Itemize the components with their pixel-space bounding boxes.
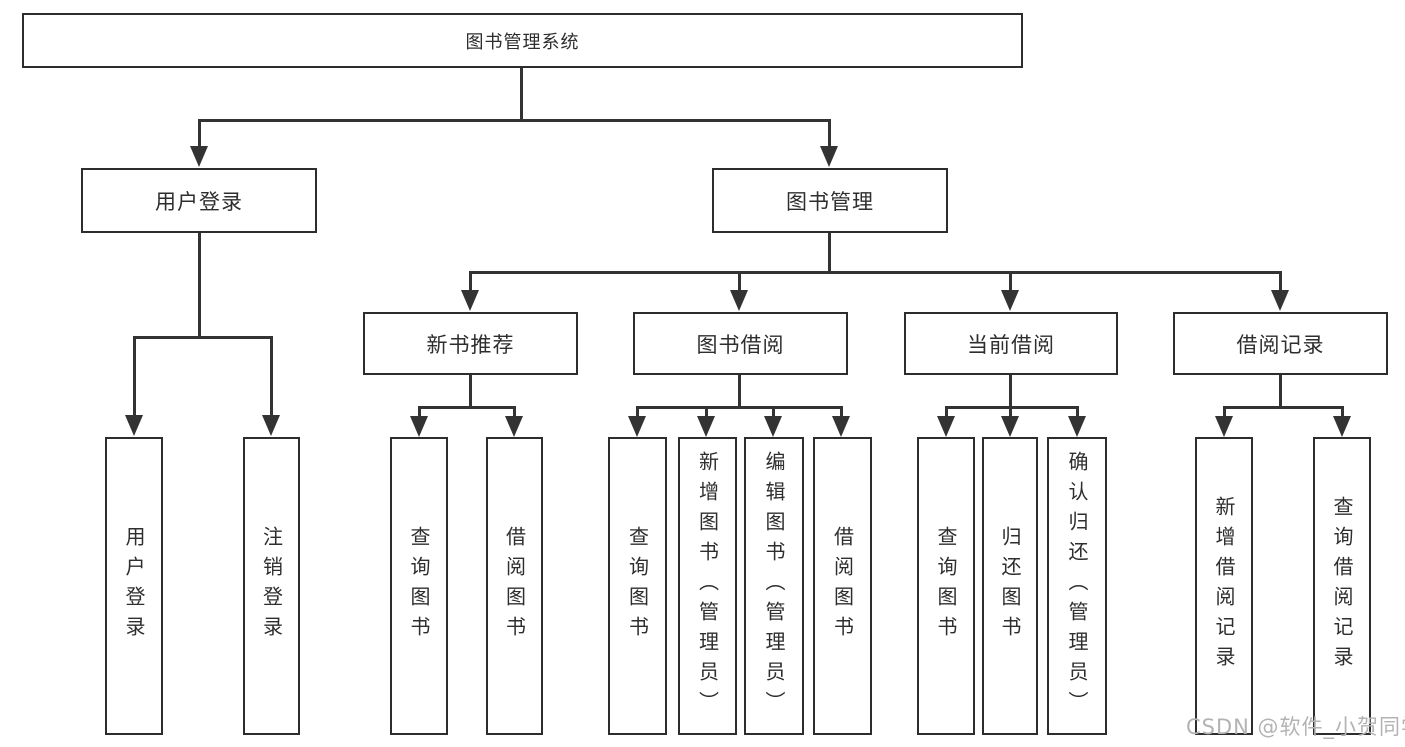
connector-line	[513, 406, 516, 418]
leaf-label: 确认归还（管理员）	[1065, 451, 1089, 721]
leaf-query-borrow-record: 查询借阅记录	[1313, 437, 1371, 735]
arrow-down-icon	[410, 416, 428, 437]
leaf-label: 查询图书	[625, 526, 650, 646]
leaf-return-book: 归还图书	[982, 437, 1038, 735]
arrow-down-icon	[697, 416, 715, 437]
arrow-down-icon	[937, 416, 955, 437]
connector-book-management-stem	[828, 233, 831, 274]
leaf-label: 编辑图书（管理员）	[762, 451, 786, 721]
connector-book-management-split	[469, 271, 1282, 274]
arrow-down-icon	[1001, 290, 1019, 311]
leaf-label: 新增图书（管理员）	[695, 451, 720, 721]
leaf-edit-book-admin: 编辑图书（管理员）	[744, 437, 804, 735]
node-book-management: 图书管理	[712, 168, 948, 233]
arrow-down-icon	[262, 415, 280, 436]
connector-new-book-stem	[469, 375, 472, 408]
node-book-borrow: 图书借阅	[633, 312, 848, 375]
connector-to-current-borrow	[1009, 271, 1012, 294]
leaf-confirm-return-admin: 确认归还（管理员）	[1047, 437, 1107, 735]
connector-book-borrow-stem	[738, 375, 741, 408]
arrow-down-icon	[628, 416, 646, 437]
leaf-add-borrow-record: 新增借阅记录	[1195, 437, 1253, 735]
connector-user-login-split	[133, 336, 273, 339]
leaf-borrow-book-1: 借阅图书	[486, 437, 543, 735]
connector-line	[705, 406, 708, 418]
node-root: 图书管理系统	[22, 13, 1023, 68]
arrow-down-icon	[1068, 416, 1086, 437]
connector-borrow-record-stem	[1279, 375, 1282, 408]
leaf-label: 查询图书	[407, 526, 431, 646]
connector-to-leaf-logout	[270, 336, 273, 416]
arrow-down-icon	[1001, 416, 1019, 437]
connector-current-borrow-split	[945, 406, 1079, 409]
connector-to-leaf-user-login	[133, 336, 136, 416]
watermark: CSDN @软件_小贺同学	[1186, 715, 1405, 739]
connector-line	[1009, 406, 1012, 418]
arrow-down-icon	[461, 290, 479, 311]
connector-to-borrow-record	[1279, 271, 1282, 294]
leaf-label: 用户登录	[122, 526, 146, 646]
leaf-label: 归还图书	[998, 526, 1022, 646]
arrow-down-icon	[505, 416, 523, 437]
leaf-label: 借阅图书	[830, 526, 855, 646]
arrow-down-icon	[730, 290, 748, 311]
arrow-down-icon	[832, 416, 850, 437]
arrow-down-icon	[1333, 416, 1351, 437]
connector-to-book-management	[828, 119, 831, 150]
connector-user-login-stem	[198, 233, 201, 338]
connector-to-book-borrow	[738, 271, 741, 294]
node-borrow-record: 借阅记录	[1173, 312, 1388, 375]
leaf-label: 查询借阅记录	[1330, 496, 1354, 676]
connector-line	[840, 406, 843, 418]
leaf-logout: 注销登录	[243, 437, 300, 735]
leaf-borrow-book-2: 借阅图书	[813, 437, 872, 735]
node-user-login: 用户登录	[81, 168, 317, 233]
node-new-book-recommend: 新书推荐	[363, 312, 578, 375]
node-current-borrow: 当前借阅	[904, 312, 1118, 375]
arrow-down-icon	[190, 146, 208, 167]
connector-line	[1341, 406, 1344, 418]
arrow-down-icon	[820, 146, 838, 167]
leaf-user-login: 用户登录	[105, 437, 163, 735]
leaf-query-book-3: 查询图书	[917, 437, 975, 735]
leaf-label: 新增借阅记录	[1212, 496, 1236, 676]
connector-to-user-login	[198, 119, 201, 150]
leaf-label: 注销登录	[259, 526, 284, 646]
connector-line	[1223, 406, 1226, 418]
connector-line	[1076, 406, 1079, 418]
connector-new-book-split	[418, 406, 516, 409]
connector-to-new-book	[469, 271, 472, 294]
connector-current-borrow-stem	[1009, 375, 1012, 408]
leaf-label: 借阅图书	[502, 526, 527, 646]
connector-book-borrow-split	[636, 406, 843, 409]
arrow-down-icon	[125, 415, 143, 436]
leaf-label: 查询图书	[934, 526, 958, 646]
leaf-query-book-2: 查询图书	[608, 437, 667, 735]
connector-root-stem	[520, 68, 523, 121]
arrow-down-icon	[1271, 290, 1289, 311]
connector-line	[636, 406, 639, 418]
leaf-add-book-admin: 新增图书（管理员）	[678, 437, 737, 735]
connector-line	[772, 406, 775, 418]
arrow-down-icon	[764, 416, 782, 437]
connector-line	[945, 406, 948, 418]
connector-line	[418, 406, 421, 418]
leaf-query-book-1: 查询图书	[390, 437, 448, 735]
connector-borrow-record-split	[1223, 406, 1344, 409]
connector-root-split	[198, 119, 831, 122]
arrow-down-icon	[1215, 416, 1233, 437]
